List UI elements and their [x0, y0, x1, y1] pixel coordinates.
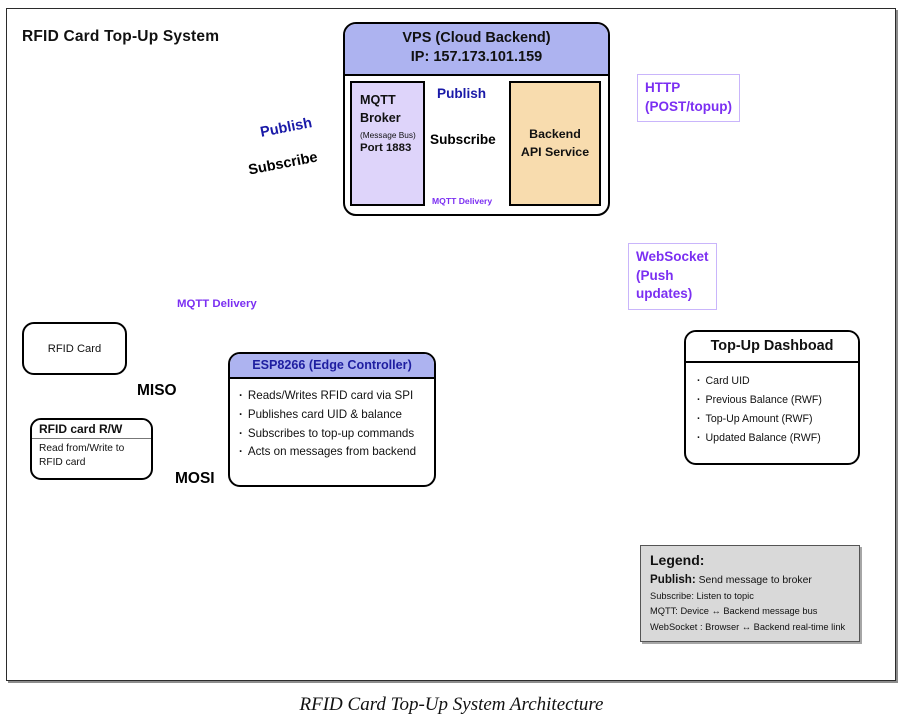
list-item: Reads/Writes RFID card via SPI	[239, 387, 426, 406]
node-rfid-card[interactable]: RFID Card	[22, 322, 127, 375]
node-rfid-reader-writer[interactable]: RFID card R/W Read from/Write to RFID ca…	[30, 418, 153, 480]
figure-caption: RFID Card Top-Up System Architecture	[299, 694, 604, 715]
vps-ip: IP: 157.173.101.159	[410, 49, 543, 66]
dashboard-body: Card UID Previous Balance (RWF) Top-Up A…	[686, 363, 858, 447]
label-subscribe-vps: Subscribe	[430, 132, 496, 147]
label-http: HTTP (POST/topup)	[637, 74, 740, 123]
mqtt-broker-port: Port 1883	[360, 142, 412, 155]
legend-box: Legend: Publish: Send message to broker …	[640, 545, 860, 642]
node-vps[interactable]: VPS (Cloud Backend) IP: 157.173.101.159 …	[343, 22, 610, 216]
esp-bullet-list: Reads/Writes RFID card via SPI Publishes…	[239, 387, 426, 462]
list-item: Publishes card UID & balance	[239, 406, 426, 425]
node-esp8266[interactable]: ESP8266 (Edge Controller) Reads/Writes R…	[228, 352, 436, 487]
legend-title: Legend:	[650, 552, 705, 568]
mqtt-broker-line1: MQTT	[360, 92, 396, 107]
node-dashboard[interactable]: Top-Up Dashboad Card UID Previous Balanc…	[684, 330, 860, 465]
list-item: Subscribes to top-up commands	[239, 425, 426, 444]
vps-header: VPS (Cloud Backend) IP: 157.173.101.159	[345, 24, 608, 76]
legend-row: Publish: Send message to broker	[650, 570, 859, 589]
list-item: Top-Up Amount (RWF)	[697, 410, 850, 429]
label-websocket: WebSocket (Push updates)	[628, 243, 717, 310]
vps-inner: MQTT Broker (Message Bus) Port 1883 Back…	[345, 76, 608, 208]
mqtt-broker-line2: Broker	[360, 111, 401, 126]
node-mqtt-broker[interactable]: MQTT Broker (Message Bus) Port 1883	[350, 80, 425, 206]
diagram-title: RFID Card Top-Up System	[22, 28, 220, 45]
mqtt-broker-subtitle: (Message Bus)	[360, 130, 416, 141]
legend-row: MQTT: Device ↔ Backend message bus	[650, 606, 818, 617]
dashboard-header: Top-Up Dashboad	[686, 332, 858, 363]
list-item: Updated Balance (RWF)	[697, 429, 850, 448]
legend-publish-term: Publish:	[650, 573, 696, 586]
rfid-rw-header: RFID card R/W	[32, 420, 151, 439]
rfid-card-label: RFID Card	[47, 342, 102, 355]
rfid-rw-body: Read from/Write to RFID card	[32, 439, 151, 471]
esp-body: Reads/Writes RFID card via SPI Publishes…	[230, 379, 434, 462]
dashboard-bullet-list: Card UID Previous Balance (RWF) Top-Up A…	[697, 372, 850, 447]
label-publish-vps: Publish	[437, 86, 487, 101]
label-mqtt-delivery-vps: MQTT Delivery	[432, 196, 493, 206]
list-item: Previous Balance (RWF)	[697, 391, 850, 410]
backend-api-line1: Backend	[529, 126, 581, 141]
legend-row: Subscribe: Listen to topic	[650, 591, 754, 602]
label-miso: MISO	[137, 382, 177, 399]
esp-header: ESP8266 (Edge Controller)	[230, 354, 434, 379]
legend-publish-desc: Send message to broker	[695, 575, 812, 586]
rfid-rw-line1: Read from/Write to	[39, 443, 125, 454]
list-item: Card UID	[697, 372, 850, 391]
vps-title: VPS (Cloud Backend)	[402, 30, 551, 46]
label-mqtt-delivery-esp: MQTT Delivery	[177, 298, 257, 310]
label-mosi: MOSI	[175, 470, 215, 487]
rfid-rw-line2: RFID card	[39, 457, 86, 469]
legend-row: WebSocket : Browser ↔ Backend real-time …	[650, 621, 846, 632]
backend-api-line2: API Service	[520, 145, 590, 160]
list-item: Acts on messages from backend	[239, 443, 426, 462]
